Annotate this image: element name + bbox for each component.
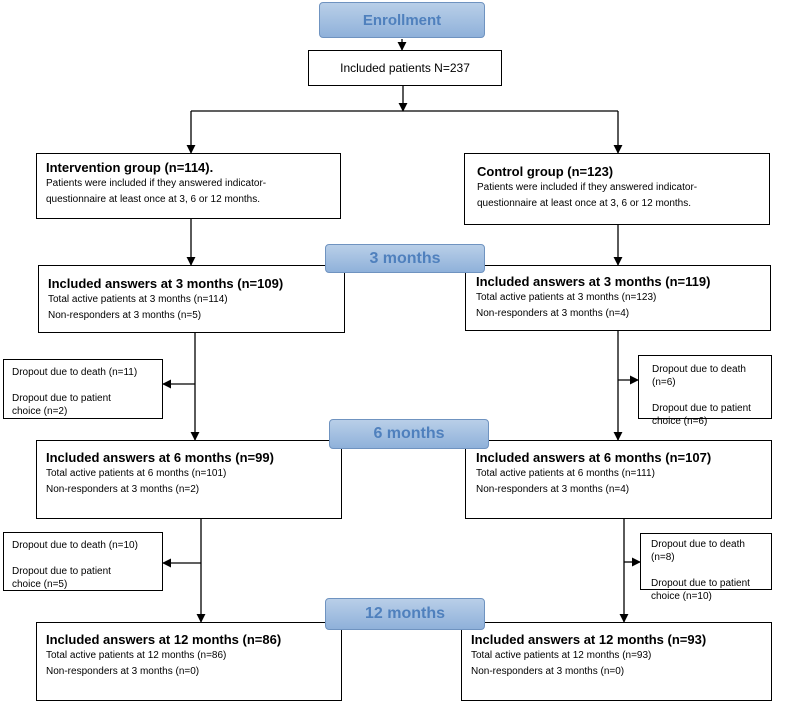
intervention-dropout-6to12-box: Dropout due to death (n=10) Dropout due … [3,532,163,591]
control-dropout-choice-2-1: Dropout due to patient [651,578,750,589]
intervention-12m-line2: Non-responders at 3 months (n=0) [46,666,200,677]
control-group-desc-2: questionnaire at least once at 3, 6 or 1… [477,198,692,209]
control-6m-box: Included answers at 6 months (n=107) Tot… [465,440,772,519]
control-12m-box: Included answers at 12 months (n=93) Tot… [461,622,772,701]
intervention-dropout-death: Dropout due to death (n=11) [12,367,138,378]
intervention-12m-box: Included answers at 12 months (n=86) Tot… [36,622,342,701]
control-12m-line1: Total active patients at 12 months (n=93… [471,650,652,661]
control-group-title: Control group (n=123) [477,164,614,179]
control-6m-title: Included answers at 6 months (n=107) [476,450,712,465]
included-patients-box: Included patients N=237 [308,50,502,86]
intervention-dropout-3to6-box: Dropout due to death (n=11) Dropout due … [3,359,163,419]
timepoint-12-months: 12 months [325,598,485,630]
intervention-dropout-choice-2: choice (n=2) [12,406,68,417]
intervention-dropout-death-2: Dropout due to death (n=10) [12,540,138,551]
timepoint-6-months: 6 months [329,419,489,449]
control-12m-line2: Non-responders at 3 months (n=0) [471,666,625,677]
control-dropout-6to12-box: Dropout due to death (n=8) Dropout due t… [640,533,772,602]
timepoint-3-months: 3 months [325,244,485,273]
intervention-6m-line2: Non-responders at 3 months (n=2) [46,484,200,495]
control-dropout-death-2: Dropout due to death (n=8) [651,539,745,563]
control-dropout-death: Dropout due to death (n=6) [652,364,746,388]
intervention-group-desc-1: Patients were included if they answered … [46,178,267,189]
intervention-3m-title: Included answers at 3 months (n=109) [48,276,284,291]
intervention-6m-line1: Total active patients at 6 months (n=101… [46,468,227,479]
intervention-3m-line2: Non-responders at 3 months (n=5) [48,310,202,321]
control-3m-title: Included answers at 3 months (n=119) [476,274,711,289]
control-6m-line2: Non-responders at 3 months (n=4) [476,484,630,495]
control-dropout-choice-2-2: choice (n=10) [651,591,712,602]
intervention-3m-line1: Total active patients at 3 months (n=114… [48,294,228,305]
intervention-12m-line1: Total active patients at 12 months (n=86… [46,650,227,661]
included-patients-text: Included patients N=237 [340,61,470,75]
intervention-12m-title: Included answers at 12 months (n=86) [46,632,282,647]
intervention-6m-box: Included answers at 6 months (n=99) Tota… [36,440,342,519]
intervention-6m-title: Included answers at 6 months (n=99) [46,450,274,465]
control-dropout-choice-1: Dropout due to patient [652,403,751,414]
intervention-dropout-choice-2-2: choice (n=5) [12,579,68,590]
control-group-box: Control group (n=123) Patients were incl… [464,153,770,225]
control-3m-box: Included answers at 3 months (n=119) Tot… [465,265,771,331]
intervention-dropout-choice-2-1: Dropout due to patient [12,566,111,577]
control-dropout-3to6-box: Dropout due to death (n=6) Dropout due t… [638,355,772,427]
intervention-group-box: Intervention group (n=114). Patients wer… [36,153,341,219]
intervention-group-desc-2: questionnaire at least once at 3, 6 or 1… [46,194,261,205]
control-3m-line1: Total active patients at 3 months (n=123… [476,292,657,303]
control-group-desc-1: Patients were included if they answered … [477,182,698,193]
control-6m-line1: Total active patients at 6 months (n=111… [476,468,655,479]
enrollment-label: Enrollment [319,2,485,38]
intervention-group-title: Intervention group (n=114). [46,160,214,175]
control-dropout-choice-2: choice (n=6) [652,416,708,427]
intervention-3m-box: Included answers at 3 months (n=109) Tot… [38,265,345,333]
intervention-dropout-choice-1: Dropout due to patient [12,393,111,404]
control-3m-line2: Non-responders at 3 months (n=4) [476,308,630,319]
control-12m-title: Included answers at 12 months (n=93) [471,632,707,647]
